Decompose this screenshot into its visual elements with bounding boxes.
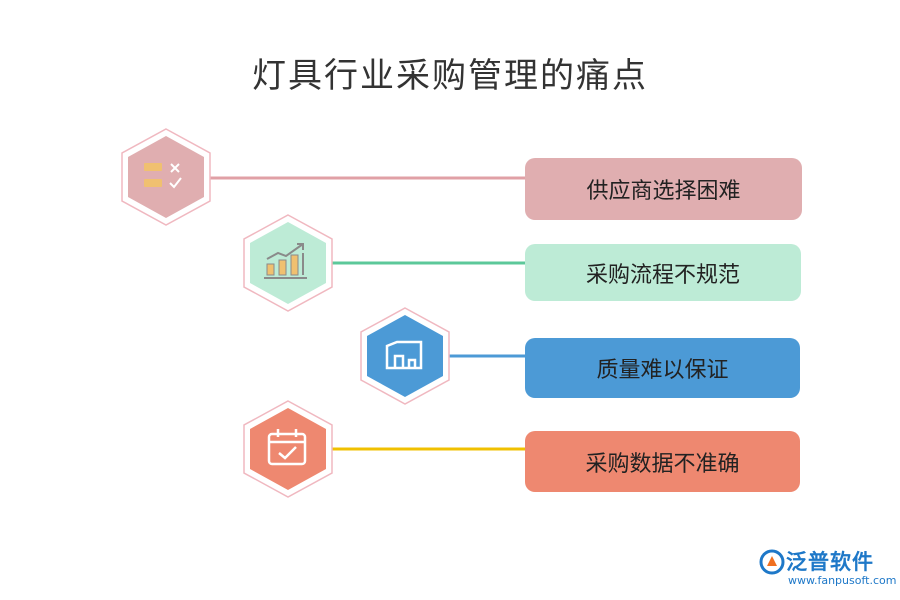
bar-chart-trend-icon [264,243,307,279]
hexagon-item-2 [240,213,336,313]
brand-logo-icon [759,549,785,575]
pain-point-label-4: 采购数据不准确 [525,431,800,492]
building-icon [385,340,423,370]
hexagon-item-4 [240,399,336,499]
pain-point-label-3: 质量难以保证 [525,338,800,398]
brand-name: 泛普软件 [786,550,874,574]
brand-url: www.fanpusoft.com [788,574,897,587]
pain-point-label-2: 采购流程不规范 [525,244,801,301]
hexagon-item-3 [357,306,453,406]
page-title: 灯具行业采购管理的痛点 [252,56,648,96]
pain-point-label-1: 供应商选择困难 [525,158,802,220]
brand-watermark: 泛普软件 www.fanpusoft.com [758,546,896,590]
checklist-icon [144,163,182,189]
calendar-check-icon [267,429,307,466]
hexagon-item-1 [118,127,214,227]
